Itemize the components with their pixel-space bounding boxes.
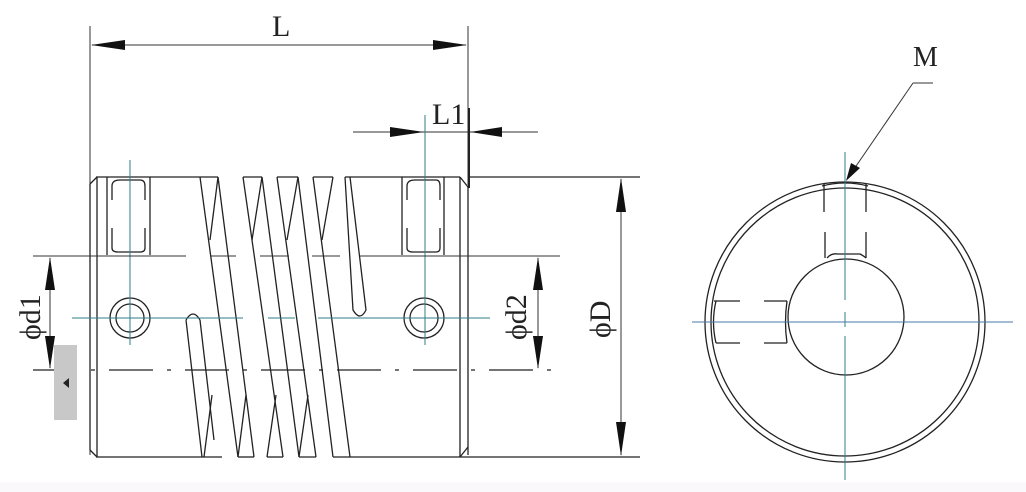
dimension-L: L xyxy=(89,10,469,455)
dimension-d1: ϕd1 xyxy=(14,257,55,369)
label-D: ϕD xyxy=(584,301,617,338)
label-L1: L1 xyxy=(432,98,465,131)
helical-slots xyxy=(185,176,367,458)
front-centerlines xyxy=(72,115,490,345)
dimension-d2: ϕd2 xyxy=(500,257,543,369)
dimension-L1: L1 xyxy=(353,98,538,188)
thread-callout-M: M xyxy=(846,42,938,181)
end-view: M xyxy=(692,42,1013,480)
label-M: M xyxy=(913,42,938,73)
bottom-band xyxy=(0,482,1026,492)
right-clamp-slot xyxy=(401,177,445,255)
chevron-left-icon xyxy=(62,377,69,388)
dimension-D: ϕD xyxy=(584,178,626,456)
front-view: L L1 xyxy=(14,10,640,458)
bore-lines xyxy=(33,255,560,371)
label-d1: ϕd1 xyxy=(14,294,47,340)
coupling-body xyxy=(89,176,640,458)
left-clamp-slot xyxy=(106,177,151,255)
label-d2: ϕd2 xyxy=(500,294,533,340)
label-L: L xyxy=(272,10,290,43)
scroll-left-tab[interactable] xyxy=(54,345,77,420)
